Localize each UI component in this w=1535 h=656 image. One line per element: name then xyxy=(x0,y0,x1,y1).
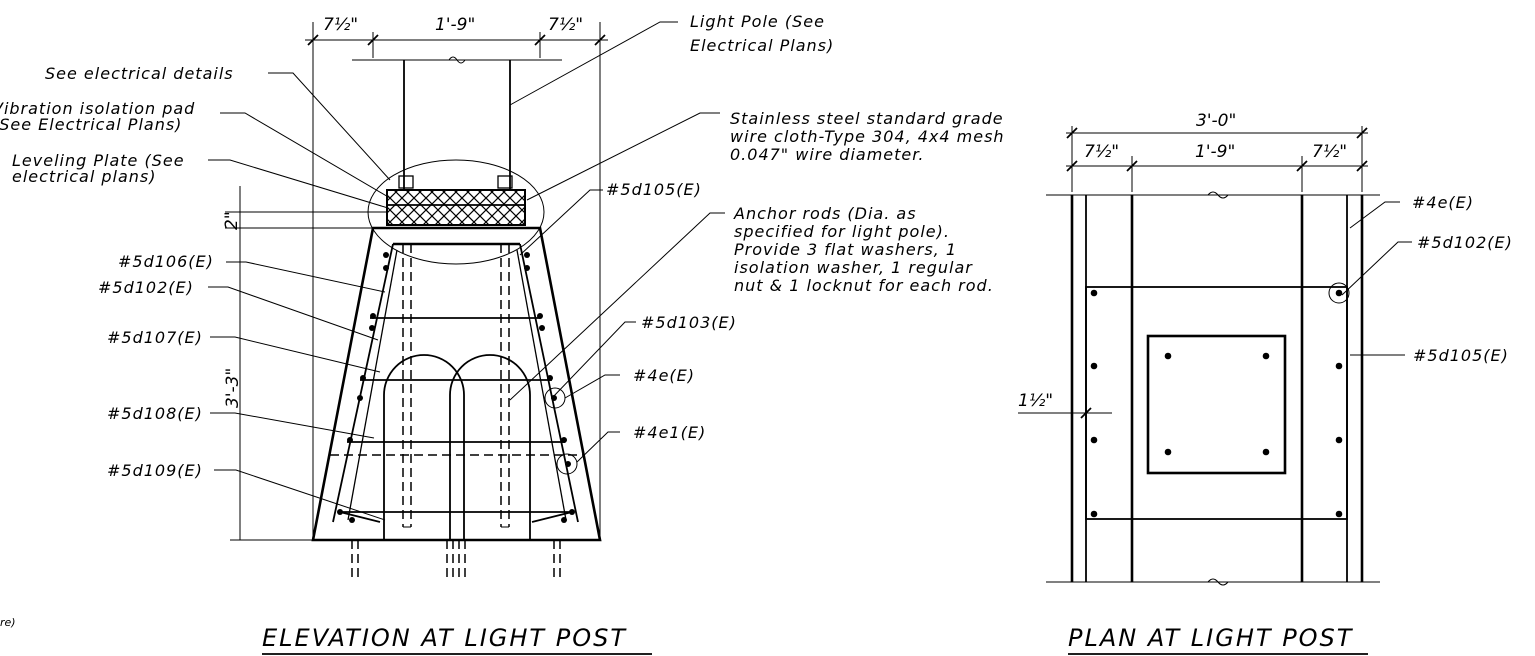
label-vibration-pad-1: Vibration isolation pad xyxy=(0,99,195,118)
inner-rebar-lines xyxy=(332,243,579,523)
plan-dots xyxy=(1090,289,1343,518)
dim-height: 3'-3" xyxy=(223,228,313,541)
elevation-title: ELEVATION AT LIGHT POST xyxy=(262,624,627,652)
label-5d102: #5d102(E) xyxy=(98,278,194,297)
svg-text:3'-3": 3'-3" xyxy=(223,368,243,408)
plan-dim-left: 7½" xyxy=(1084,142,1119,162)
label-anchor-2: specified for light pole). xyxy=(734,222,950,241)
dim-plate-thickness: 2" xyxy=(222,186,387,232)
plan-pedestal xyxy=(1085,286,1348,520)
rods-below-base xyxy=(351,540,561,580)
rebar-dots xyxy=(337,252,575,523)
label-wire-cloth-2: wire cloth-Type 304, 4x4 mesh xyxy=(730,127,1005,146)
label-anchor-5: nut & 1 locknut for each rod. xyxy=(734,276,994,295)
plan-dim-offset: 1½" xyxy=(1018,391,1112,419)
plan-dim-right: 7½" xyxy=(1312,142,1347,162)
plan-callout-circle xyxy=(1328,282,1350,304)
label-5d103: #5d103(E) xyxy=(641,313,737,332)
label-light-pole-1: Light Pole (See xyxy=(690,12,825,31)
label-4e-elev: #4e(E) xyxy=(633,366,695,385)
plan-leaders xyxy=(1341,201,1412,356)
partial-note: re) xyxy=(0,616,16,629)
label-anchor-1: Anchor rods (Dia. as xyxy=(733,204,917,223)
label-leveling-plate-1: Leveling Plate (See xyxy=(12,151,185,170)
left-leaders xyxy=(208,72,391,521)
label-5d109: #5d109(E) xyxy=(107,461,203,480)
label-anchor-3: Provide 3 flat washers, 1 xyxy=(734,240,957,259)
label-5d108: #5d108(E) xyxy=(107,404,203,423)
dim-right-cover: 7½" xyxy=(548,15,583,35)
plan-label-4e: #4e(E) xyxy=(1412,193,1474,212)
plan-break-lines xyxy=(1046,191,1380,586)
svg-text:1½": 1½" xyxy=(1018,391,1053,411)
dim-left-cover: 7½" xyxy=(323,15,358,35)
plan-title: PLAN AT LIGHT POST xyxy=(1068,624,1354,652)
plan-dim-overall: 3'-0" xyxy=(1196,111,1236,131)
anchor-rods xyxy=(402,244,510,528)
label-4e1: #4e1(E) xyxy=(633,423,706,442)
plan-label-5d105: #5d105(E) xyxy=(1413,346,1509,365)
dim-middle: 1'-9" xyxy=(435,15,475,35)
label-anchor-4: isolation washer, 1 regular xyxy=(734,258,973,277)
wire-cloth-pad xyxy=(386,189,526,226)
label-5d105: #5d105(E) xyxy=(606,180,702,199)
plan-dimensions: 3'-0" 7½" 1'-9" 7½" xyxy=(1066,111,1368,192)
label-5d106: #5d106(E) xyxy=(118,252,214,271)
label-light-pole-2: Electrical Plans) xyxy=(690,36,834,55)
label-wire-cloth-3: 0.047" wire diameter. xyxy=(730,145,924,164)
light-pole xyxy=(352,56,562,190)
svg-text:2": 2" xyxy=(222,211,242,230)
plan-dim-middle: 1'-9" xyxy=(1195,142,1235,162)
elevation-view: 7½" 1'-9" 7½" 2" xyxy=(0,12,1005,655)
plan-wall-lines xyxy=(1070,195,1364,582)
plan-view: 3'-0" 7½" 1'-9" 7½" xyxy=(1018,111,1513,655)
plan-label-5d102: #5d102(E) xyxy=(1417,233,1513,252)
label-see-electrical-details: See electrical details xyxy=(45,64,234,83)
horizontal-ties xyxy=(330,317,584,523)
pedestal-outline xyxy=(311,226,602,542)
u-bars xyxy=(383,354,531,540)
elevation-top-dimension: 7½" 1'-9" 7½" xyxy=(305,15,608,540)
label-wire-cloth-1: Stainless steel standard grade xyxy=(730,109,1004,128)
callout-circle-4e1 xyxy=(556,453,578,475)
plan-plate xyxy=(1146,334,1287,475)
label-5d107: #5d107(E) xyxy=(107,328,203,347)
label-vibration-pad-2: (See Electrical Plans) xyxy=(0,115,182,134)
anchor-nuts xyxy=(398,175,513,189)
right-leaders xyxy=(509,21,725,463)
label-leveling-plate-2: electrical plans) xyxy=(12,167,156,186)
